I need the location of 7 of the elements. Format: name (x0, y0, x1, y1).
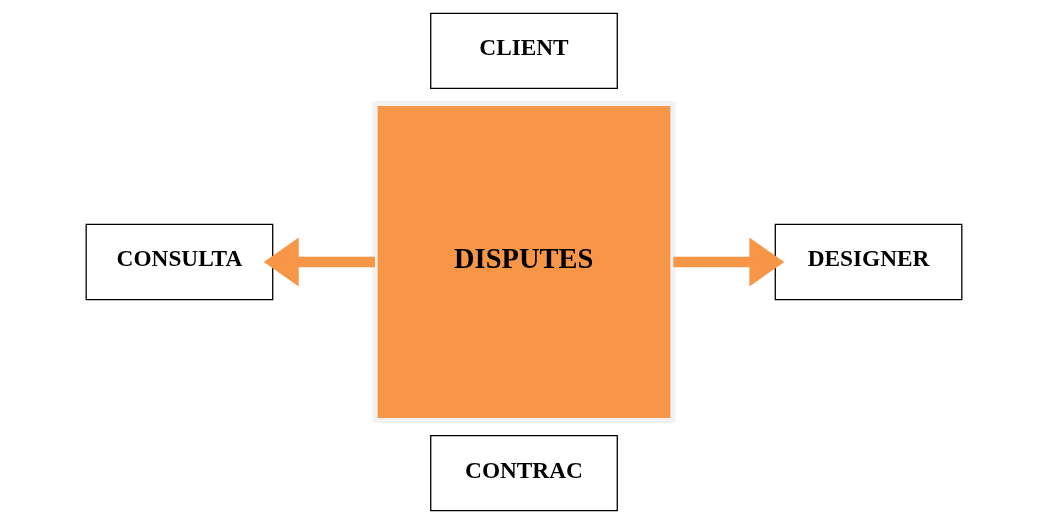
arrow (672, 237, 784, 287)
node-box: CLIENT (429, 12, 618, 90)
arrow (263, 237, 375, 287)
node-box: DESIGNER (774, 223, 962, 301)
node-box: DISPUTES (371, 100, 676, 424)
node-box: CONSULTA (85, 223, 273, 301)
node-box: CONTRAC (429, 434, 618, 512)
